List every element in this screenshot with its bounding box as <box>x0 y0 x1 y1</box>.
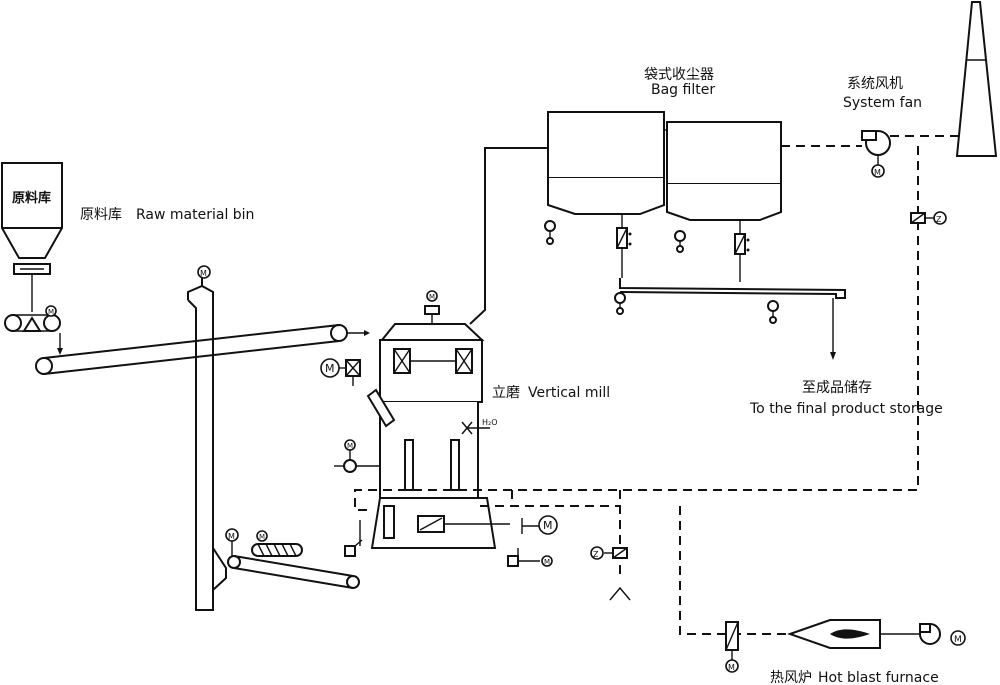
furnace-label-cn: 热风炉 <box>770 670 812 685</box>
classifier-motor-icon: M <box>426 290 438 302</box>
svg-text:Z: Z <box>936 215 942 224</box>
bag-filter-label-cn: 袋式收尘器 <box>644 67 714 83</box>
raw-bin-tag: 原料库 <box>12 190 51 206</box>
final-storage-label-cn: 至成品储存 <box>802 380 872 396</box>
chimney-stack <box>955 0 998 157</box>
elevator-motor-icon: M <box>197 265 211 279</box>
system-fan: M <box>861 130 891 178</box>
screw-conveyor-motor-icon: M <box>256 530 268 542</box>
burner-fan-motor-icon: M <box>950 630 966 646</box>
hydraulic-motor-icon: M <box>541 555 553 567</box>
fresh-air-damper: Z <box>590 546 631 601</box>
fresh-air-damper-actuator-icon: Z <box>590 546 604 560</box>
svg-text:M: M <box>874 168 881 177</box>
main-drive-motor-icon: M <box>538 515 558 535</box>
filter-valve-2 <box>734 220 750 282</box>
final-storage-label-en: To the final product storage <box>749 401 943 417</box>
weigh-feeder: M <box>4 274 63 355</box>
water-tag: H₂O <box>482 418 498 427</box>
raw-material-bin: 原料库 <box>1 162 63 275</box>
svg-text:M: M <box>48 308 54 316</box>
filter-valve-1 <box>616 214 632 278</box>
recirculation-ducts <box>354 146 919 635</box>
recirc-damper: Z <box>910 211 947 225</box>
bag-filter <box>547 111 782 221</box>
svg-text:M: M <box>728 663 735 672</box>
pump-motor-icon: M <box>344 439 356 451</box>
svg-text:M: M <box>228 532 235 541</box>
return-conveyor-motor-icon: M <box>225 528 239 542</box>
reject-chute <box>344 520 363 557</box>
svg-text:M: M <box>544 558 550 566</box>
svg-text:M: M <box>954 635 962 645</box>
vertical-mill: H₂O M <box>366 290 510 549</box>
svg-text:M: M <box>543 519 553 532</box>
inclined-belt-conveyor <box>35 324 370 375</box>
mill-pump: M <box>334 439 380 473</box>
product-fan-1 <box>614 292 626 315</box>
svg-text:M: M <box>429 293 435 301</box>
main-drive: M <box>521 515 558 535</box>
svg-text:M: M <box>259 533 265 541</box>
filter-fan-2 <box>674 230 686 253</box>
screw-conveyor: M <box>251 530 303 557</box>
recirc-damper-actuator-icon: Z <box>933 211 947 225</box>
svg-text:Z: Z <box>593 550 599 559</box>
furnace-damper-motor-icon: M <box>725 659 739 673</box>
product-conveyor <box>619 278 846 360</box>
rotary-feeder: M <box>320 358 361 386</box>
svg-text:M: M <box>200 269 207 278</box>
svg-text:M: M <box>325 362 335 375</box>
svg-text:M: M <box>347 442 353 450</box>
furnace-label-en: Hot blast furnace <box>818 670 939 685</box>
hot-blast-furnace: M M <box>725 619 966 673</box>
vertical-mill-label-cn: 立磨 <box>492 385 520 401</box>
product-fan-2 <box>767 300 779 324</box>
hydraulic-unit: M <box>507 548 553 567</box>
feeder-motor-icon: M <box>45 305 57 317</box>
mill-outlet-duct <box>469 147 548 325</box>
filter-fan-1 <box>544 220 556 245</box>
raw-bin-label-en: Raw material bin <box>136 207 254 223</box>
return-conveyor: M <box>225 528 360 589</box>
bag-filter-label-en: Bag filter <box>651 82 715 98</box>
system-fan-motor-icon: M <box>871 164 885 178</box>
system-fan-label-en: System fan <box>843 95 922 111</box>
raw-bin-label-cn: 原料库 <box>80 207 122 223</box>
vertical-mill-label-en: Vertical mill <box>528 385 610 401</box>
bucket-elevator: M <box>187 265 227 611</box>
system-fan-label-cn: 系统风机 <box>847 76 903 92</box>
rotary-feeder-motor-icon: M <box>320 358 340 378</box>
